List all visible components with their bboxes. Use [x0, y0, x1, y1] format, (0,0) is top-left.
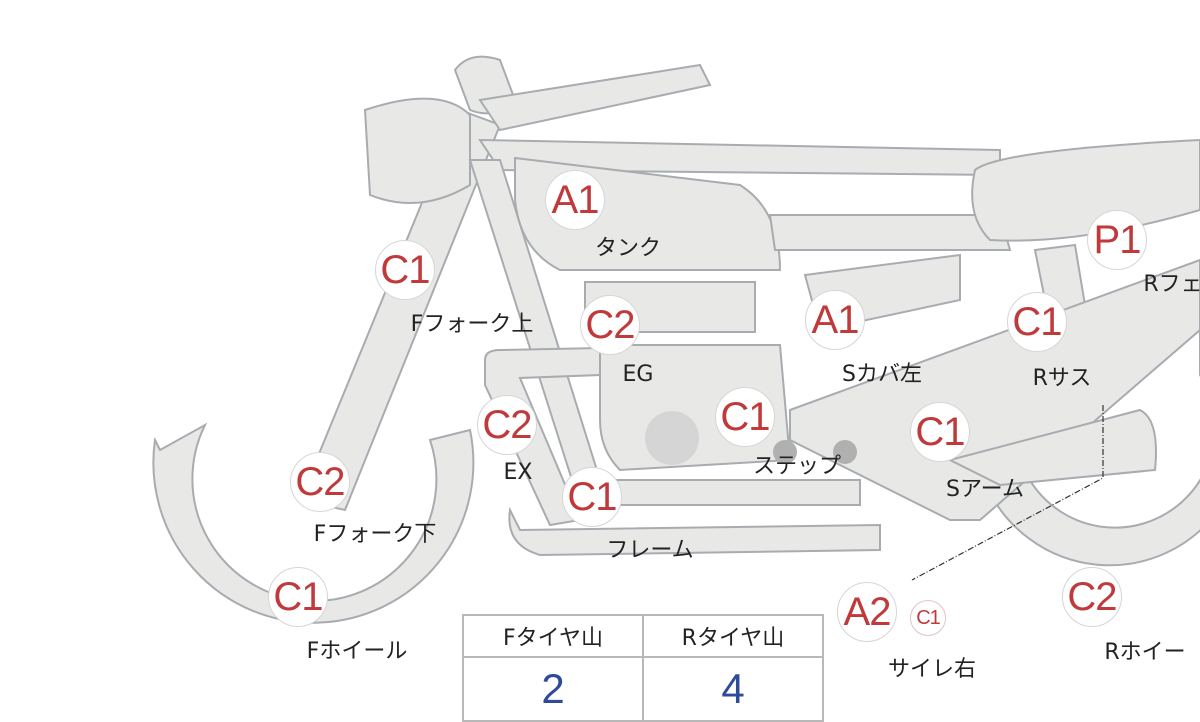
label-ffork-upper: Fフォーク上 [410, 312, 534, 337]
value-front-tire: 2 [462, 656, 644, 722]
sub-grade-badge-muffler-right: C1 [910, 600, 946, 636]
seat [768, 214, 1012, 251]
grade-badge-rear-wheel: C2 [1062, 567, 1122, 627]
headlight [363, 97, 471, 204]
label-ffork-lower: Fフォーク下 [313, 522, 437, 547]
grade-badge-ffork-upper: C1 [375, 240, 435, 300]
label-rear-fender: Rフェ [1143, 272, 1200, 297]
handle [478, 63, 712, 132]
label-muffler-right: サイレ右 [887, 657, 977, 682]
grade-badge-rear-fender: P1 [1087, 210, 1147, 270]
step-peg [833, 440, 857, 464]
muffler [947, 408, 1157, 487]
grade-badge-front-wheel: C1 [268, 567, 328, 627]
grade-badge-side-cover-left: A1 [805, 290, 865, 350]
grade-badge-engine: C2 [580, 295, 640, 355]
grade-badge-tank: A1 [545, 170, 605, 230]
header-front-tire: Fタイヤ山 [462, 614, 644, 658]
grade-badge-exhaust: C2 [477, 395, 537, 455]
label-swing-arm: Sアーム [946, 477, 1024, 502]
grade-badge-swing-arm: C1 [910, 402, 970, 462]
label-exhaust: EX [503, 460, 533, 485]
tire-tread-table: Fタイヤ山 Rタイヤ山 2 4 [462, 614, 824, 722]
engine-cover [645, 411, 699, 465]
label-rear-wheel: Rホイー [1104, 640, 1186, 665]
frame-lower [508, 506, 881, 557]
rear-cowl [971, 138, 1200, 242]
leader-line [911, 405, 1104, 581]
grade-badge-frame: C1 [562, 467, 622, 527]
label-front-wheel: Fホイール [306, 639, 408, 664]
label-frame: フレーム [606, 538, 694, 563]
value-rear-tire: 4 [642, 656, 824, 722]
label-side-cover-left: Sカバ左 [842, 362, 922, 387]
grade-badge-rear-suspension: C1 [1007, 292, 1067, 352]
grade-badge-ffork-lower: C2 [290, 452, 350, 512]
grade-badge-muffler-right: A2 [837, 582, 897, 642]
step-peg [773, 440, 797, 464]
header-rear-tire: Rタイヤ山 [642, 614, 824, 658]
label-step: ステップ [752, 454, 842, 479]
label-tank: タンク [594, 236, 662, 261]
rear-wheel [973, 327, 1200, 567]
swing-arm [789, 258, 1200, 521]
label-rear-suspension: Rサス [1032, 366, 1092, 391]
label-engine: EG [622, 362, 654, 387]
grade-badge-step: C1 [715, 387, 775, 447]
front-wheel [152, 422, 475, 624]
